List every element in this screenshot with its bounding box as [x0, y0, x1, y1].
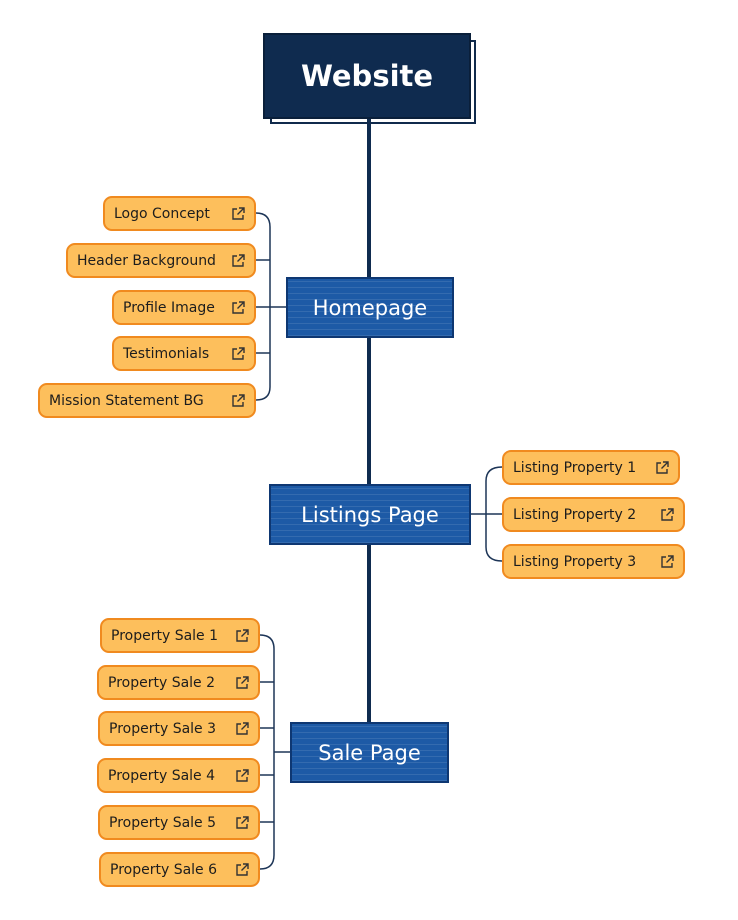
topic-sale-page-label: Sale Page: [318, 740, 421, 765]
external-link-icon[interactable]: [235, 768, 249, 783]
external-link-icon[interactable]: [660, 507, 674, 522]
leaf-property-sale-3[interactable]: Property Sale 3: [98, 711, 260, 746]
topic-sale-page[interactable]: Sale Page: [290, 722, 449, 783]
leaf-label: Property Sale 1: [111, 627, 219, 644]
leaf-label: Profile Image: [123, 299, 215, 316]
external-link-icon[interactable]: [235, 721, 249, 736]
leaf-mission-statement-bg[interactable]: Mission Statement BG: [38, 383, 256, 418]
external-link-icon[interactable]: [235, 862, 249, 877]
external-link-icon[interactable]: [231, 393, 245, 408]
leaf-property-sale-4[interactable]: Property Sale 4: [97, 758, 260, 793]
leaf-listing-property-2[interactable]: Listing Property 2: [502, 497, 685, 532]
root-node-label: Website: [300, 59, 434, 93]
leaf-label: Property Sale 6: [110, 861, 218, 878]
leaf-label: Property Sale 4: [108, 767, 216, 784]
topic-homepage-label: Homepage: [312, 295, 428, 320]
external-link-icon[interactable]: [235, 815, 249, 830]
external-link-icon[interactable]: [235, 675, 249, 690]
leaf-label: Testimonials: [123, 345, 210, 362]
topic-homepage[interactable]: Homepage: [286, 277, 454, 338]
leaf-property-sale-5[interactable]: Property Sale 5: [98, 805, 260, 840]
leaf-profile-image[interactable]: Profile Image: [112, 290, 256, 325]
leaf-testimonials[interactable]: Testimonials: [112, 336, 256, 371]
external-link-icon[interactable]: [655, 460, 669, 475]
leaf-property-sale-2[interactable]: Property Sale 2: [97, 665, 260, 700]
leaf-property-sale-6[interactable]: Property Sale 6: [99, 852, 260, 887]
leaf-header-background[interactable]: Header Background: [66, 243, 256, 278]
external-link-icon[interactable]: [231, 300, 245, 315]
leaf-label: Listing Property 1: [513, 459, 637, 476]
leaf-label: Logo Concept: [114, 205, 210, 222]
external-link-icon[interactable]: [660, 554, 674, 569]
root-node[interactable]: Website: [263, 33, 471, 119]
leaf-listing-property-3[interactable]: Listing Property 3: [502, 544, 685, 579]
leaf-label: Listing Property 2: [513, 506, 637, 523]
leaf-listing-property-1[interactable]: Listing Property 1: [502, 450, 680, 485]
topic-listings-page-label: Listings Page: [301, 502, 439, 527]
leaf-label: Property Sale 5: [109, 814, 217, 831]
leaf-logo-concept[interactable]: Logo Concept: [103, 196, 256, 231]
leaf-label: Property Sale 2: [108, 674, 216, 691]
external-link-icon[interactable]: [235, 628, 249, 643]
leaf-property-sale-1[interactable]: Property Sale 1: [100, 618, 260, 653]
leaf-label: Listing Property 3: [513, 553, 637, 570]
leaf-label: Mission Statement BG: [49, 392, 204, 409]
topic-listings-page[interactable]: Listings Page: [269, 484, 471, 545]
external-link-icon[interactable]: [231, 206, 245, 221]
external-link-icon[interactable]: [231, 346, 245, 361]
leaf-label: Property Sale 3: [109, 720, 217, 737]
leaf-label: Header Background: [77, 252, 216, 269]
external-link-icon[interactable]: [231, 253, 245, 268]
